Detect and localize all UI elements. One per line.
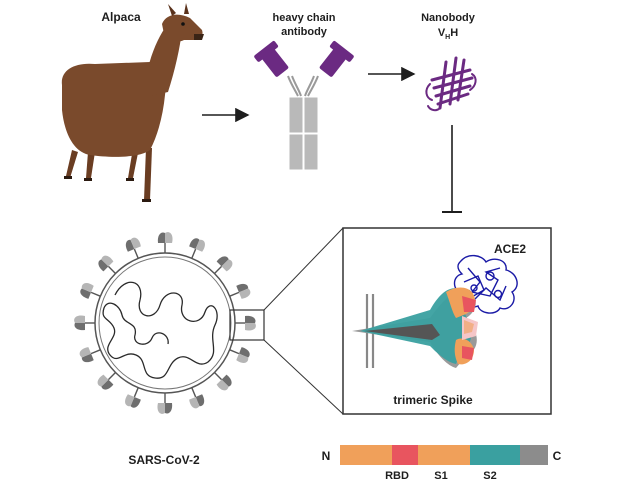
virus-spike <box>157 393 173 414</box>
c-terminus-label: C <box>553 449 562 463</box>
antibody-label-line1: heavy chain <box>273 12 336 24</box>
spike-label: trimeric Spike <box>393 393 473 407</box>
antibody-label-line2: antibody <box>281 26 328 38</box>
virus-spike <box>125 237 141 259</box>
rbd-label: RBD <box>385 470 409 480</box>
virus-spike <box>235 315 256 331</box>
virus-spike <box>214 372 232 391</box>
zoom-line-top <box>263 227 344 311</box>
alpaca-illustration <box>61 3 204 202</box>
zoom-line-bottom <box>263 339 344 415</box>
nanobody-label: Nanobody <box>421 12 476 24</box>
virus-spike <box>98 255 116 274</box>
virus-spikes <box>74 232 256 414</box>
s2-segment <box>470 445 520 465</box>
constant-domain <box>303 133 319 171</box>
virus-spike <box>74 315 95 331</box>
s1-label: S1 <box>434 470 447 480</box>
ace2-structure <box>453 254 518 314</box>
virus-particle <box>94 252 236 394</box>
rbd-segment <box>392 445 418 465</box>
virus-spike <box>214 256 233 274</box>
constant-domain <box>303 96 319 134</box>
ace2-label: ACE2 <box>494 242 526 256</box>
zoom-highlight-box <box>229 309 265 341</box>
virus-spike <box>125 387 141 408</box>
variable-domain-left <box>254 41 289 77</box>
constant-domain <box>288 133 304 171</box>
s1-segment <box>418 445 470 465</box>
virus-spike <box>189 238 205 259</box>
nanobody-structure <box>425 56 477 112</box>
heavy-chain-antibody <box>254 41 354 171</box>
virus-spike <box>229 347 250 363</box>
virus-spike <box>189 387 205 409</box>
variable-domain-right <box>319 41 354 77</box>
virus-spike <box>80 283 101 299</box>
constant-domain <box>288 96 304 134</box>
alpaca-label: Alpaca <box>101 10 141 24</box>
s2-label: S2 <box>483 470 496 480</box>
virus-spike <box>97 372 116 390</box>
virus-spike <box>229 283 251 299</box>
nanobody-vhh-label: VHH <box>438 27 458 41</box>
n-terminus-label: N <box>322 449 331 463</box>
c-terminal-segment <box>520 445 548 465</box>
s1-segment <box>340 445 392 465</box>
virus-spike <box>79 347 101 363</box>
virus-label: SARS-CoV-2 <box>128 453 200 467</box>
virus-spike <box>157 232 173 253</box>
trimeric-spike <box>352 287 478 368</box>
